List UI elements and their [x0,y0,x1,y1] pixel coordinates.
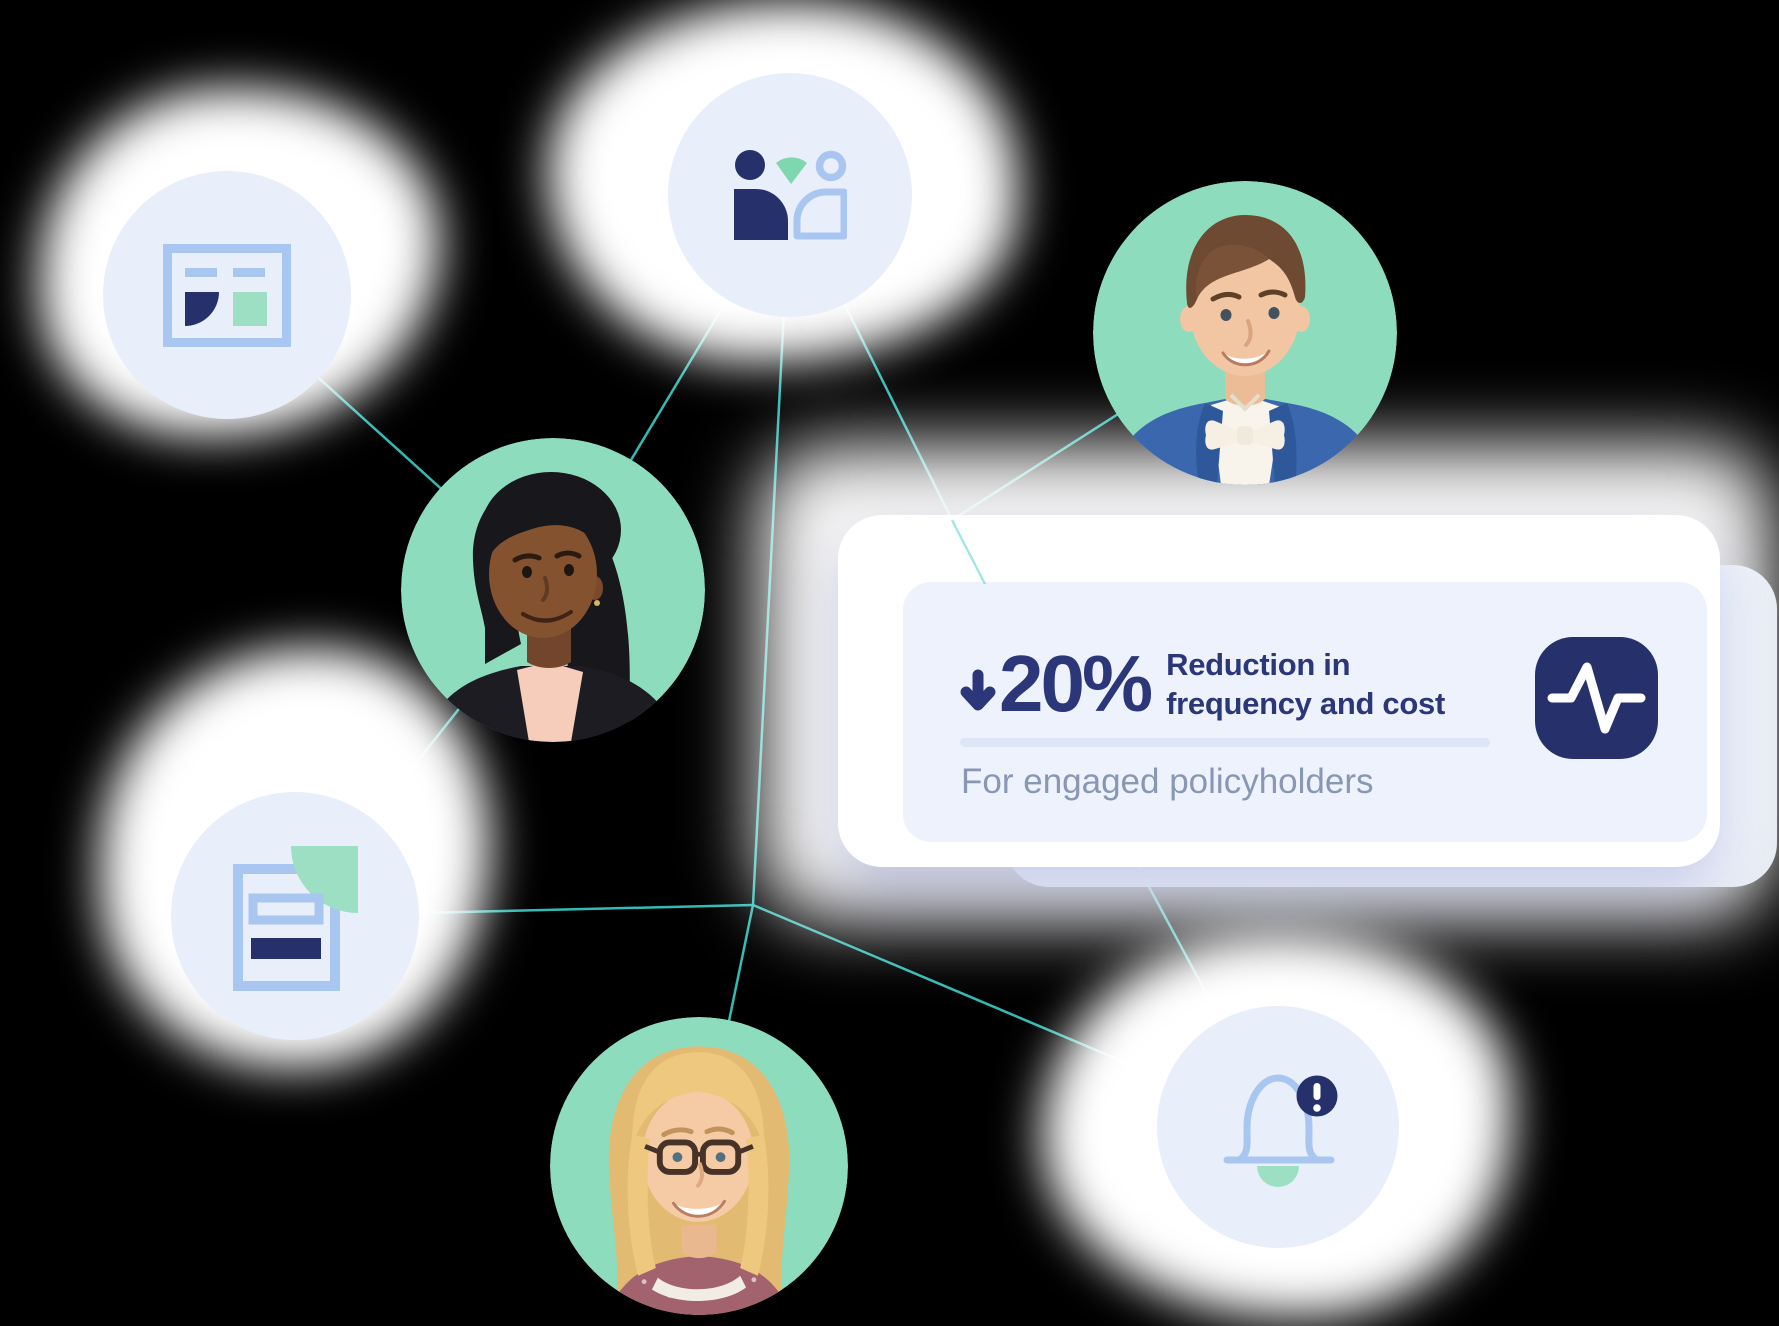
arrow-down-icon [960,669,996,711]
stat-value: 20% [999,639,1153,728]
policy-document-icon-node [171,792,419,1040]
stat-subtitle: For engaged policyholders [961,762,1374,801]
stat-title-line2: frequency and cost [1166,686,1445,721]
stat-title: Reduction in frequency and cost [1166,645,1445,723]
people-pair-icon-node [668,73,912,317]
blonde-woman-portrait-photo [550,1017,848,1315]
dashboard-widget-icon-node [103,171,351,419]
stat-card: 20% Reduction in frequency and cost For … [903,582,1707,842]
activity-pulse-icon [1535,637,1658,759]
stat-title-line1: Reduction in [1166,647,1351,682]
photo-man-bowtie [1093,181,1397,485]
notification-bell-icon [1223,1074,1338,1187]
photo-woman-braids [401,438,705,742]
card-divider [960,738,1490,747]
man-portrait-photo [1093,181,1397,485]
photo-woman-blonde [550,1017,848,1315]
policy-document-icon [232,846,358,991]
woman-braids-portrait-photo [401,438,705,742]
dashboard-widget-icon [163,243,291,347]
notification-bell-icon-node [1157,1006,1399,1248]
people-pair-icon [733,150,847,240]
stat-row: 20% Reduction in frequency and cost [959,644,1445,724]
